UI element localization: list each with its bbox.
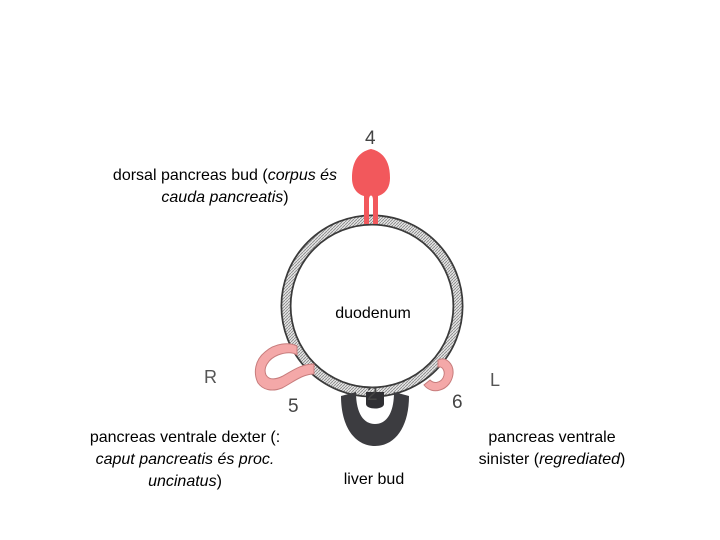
duodenum-label: duodenum xyxy=(335,305,411,322)
ventral-right-bud-shape xyxy=(254,343,315,391)
figure-number-6: 6 xyxy=(452,392,463,413)
figure-number-5: 5 xyxy=(288,396,299,417)
dorsal-pancreas-label: dorsal pancreas bud (corpus és cauda pan… xyxy=(112,167,338,206)
liver-bud-shape xyxy=(341,392,409,446)
ventral-sinister-label: pancreas ventrale sinister (regrediated) xyxy=(478,429,626,468)
liver-bud-stem xyxy=(366,392,384,409)
figure-number-4: 4 xyxy=(365,128,376,149)
ventral-dexter-label: pancreas ventrale dexter (: caput pancre… xyxy=(89,429,281,490)
dorsal-pancreas-bud-shape xyxy=(352,149,390,224)
figure-number-2: 2 xyxy=(367,384,378,405)
liver-bud-label: liver bud xyxy=(343,471,405,488)
side-label-left: L xyxy=(490,370,501,390)
side-label-right: R xyxy=(204,367,217,387)
ventral-left-bud-shape xyxy=(423,358,454,392)
